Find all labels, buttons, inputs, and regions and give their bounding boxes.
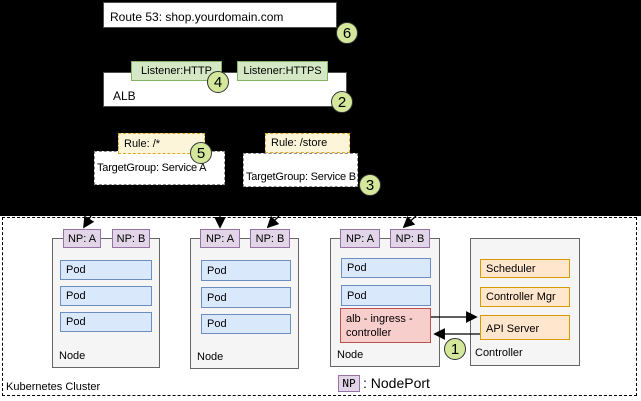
node-1-pod-3-label: Pod	[66, 316, 86, 328]
scheduler-label: Scheduler	[486, 262, 536, 275]
route53-label: Route 53: shop.yourdomain.com	[110, 10, 284, 24]
api-server-label: API Server	[486, 323, 540, 335]
controller-label: Controller	[475, 347, 523, 359]
alb-ingress-controller-line-2: controller	[346, 327, 392, 340]
step-badge-4-number: 4	[213, 73, 223, 91]
listener-http-label: Listener:HTTP	[141, 65, 212, 77]
legend-np-label: NP	[342, 377, 356, 390]
node-1-pod-1-label: Pod	[66, 264, 86, 276]
node-1-nodeport-a: NP: A	[63, 229, 101, 248]
scheduler-box: Scheduler	[480, 259, 570, 278]
node-1-nodeport-b-label: NP: B	[116, 232, 146, 245]
listener-https-box: Listener:HTTPS	[237, 61, 328, 81]
step-badge-5: 5	[190, 142, 212, 164]
route53-box: Route 53: shop.yourdomain.com	[103, 2, 337, 28]
node-1-nodeport-b: NP: B	[112, 229, 150, 248]
step-badge-1-number: 1	[450, 340, 460, 358]
rule-root-label: Rule: /*	[124, 137, 161, 150]
node-2-pod-3: Pod	[201, 314, 291, 334]
node-3-pod-2: Pod	[341, 285, 431, 306]
step-badge-6: 6	[336, 22, 358, 44]
node-2-pod-2: Pod	[201, 287, 291, 308]
step-badge-3: 3	[359, 174, 381, 196]
kubernetes-cluster-label: Kubernetes Cluster	[6, 381, 101, 393]
node-3-pod-1: Pod	[341, 258, 431, 278]
node-2-nodeport-b: NP: B	[250, 229, 290, 248]
node-3-nodeport-b-label: NP: B	[395, 232, 425, 245]
rule-store-box: Rule: /store	[265, 133, 350, 153]
step-badge-3-number: 3	[365, 176, 375, 194]
node-2-pod-3-label: Pod	[207, 318, 227, 330]
step-badge-6-number: 6	[342, 24, 352, 42]
step-badge-2: 2	[331, 91, 353, 113]
node-1-pod-3: Pod	[60, 312, 152, 332]
node-1-pod-2-label: Pod	[66, 290, 86, 302]
step-badge-4: 4	[207, 71, 229, 93]
node-3-nodeport-a-label: NP: A	[345, 232, 375, 245]
node-2-pod-1: Pod	[201, 260, 291, 281]
api-server-box: API Server	[480, 315, 570, 340]
node-2-pod-1-label: Pod	[207, 264, 227, 277]
alb-label: ALB	[113, 89, 136, 103]
node-3-label: Node	[337, 349, 364, 361]
node-1-nodeport-a-label: NP: A	[67, 232, 97, 245]
legend-nodeport-swatch: NP	[338, 375, 360, 392]
node-2-nodeport-a-label: NP: A	[205, 232, 235, 245]
node-2-nodeport-a: NP: A	[200, 229, 240, 248]
targetgroup-b-box: TargetGroup: Service B	[243, 153, 358, 187]
step-badge-2-number: 2	[337, 93, 347, 111]
controller-mgr-label: Controller Mgr	[486, 291, 556, 303]
node-1-label: Node	[59, 350, 86, 362]
alb-ingress-controller-line-1: alb - ingress -	[346, 313, 413, 325]
node-1-pod-1: Pod	[60, 260, 152, 280]
controller-mgr-box: Controller Mgr	[480, 287, 570, 307]
step-badge-1: 1	[444, 338, 466, 360]
targetgroup-b-label: TargetGroup: Service B	[246, 171, 356, 183]
node-2-label: Node	[197, 351, 224, 363]
legend-nodeport-text: : NodePort	[363, 375, 430, 391]
node-3-pod-1-label: Pod	[347, 262, 367, 274]
listener-https-label: Listener:HTTPS	[243, 65, 322, 77]
step-badge-5-number: 5	[196, 144, 206, 162]
node-3-pod-2-label: Pod	[347, 289, 367, 302]
node-2-nodeport-b-label: NP: B	[255, 232, 285, 245]
node-3-nodeport-a: NP: A	[340, 229, 380, 248]
alb-ingress-controller-box: alb - ingress - controller	[340, 308, 431, 343]
node-1-pod-2: Pod	[60, 286, 152, 306]
rule-store-label: Rule: /store	[271, 137, 328, 149]
targetgroup-a-label: TargetGroup: Service A	[97, 162, 207, 174]
node-3-nodeport-b: NP: B	[390, 229, 430, 248]
node-2-pod-2-label: Pod	[207, 291, 227, 304]
